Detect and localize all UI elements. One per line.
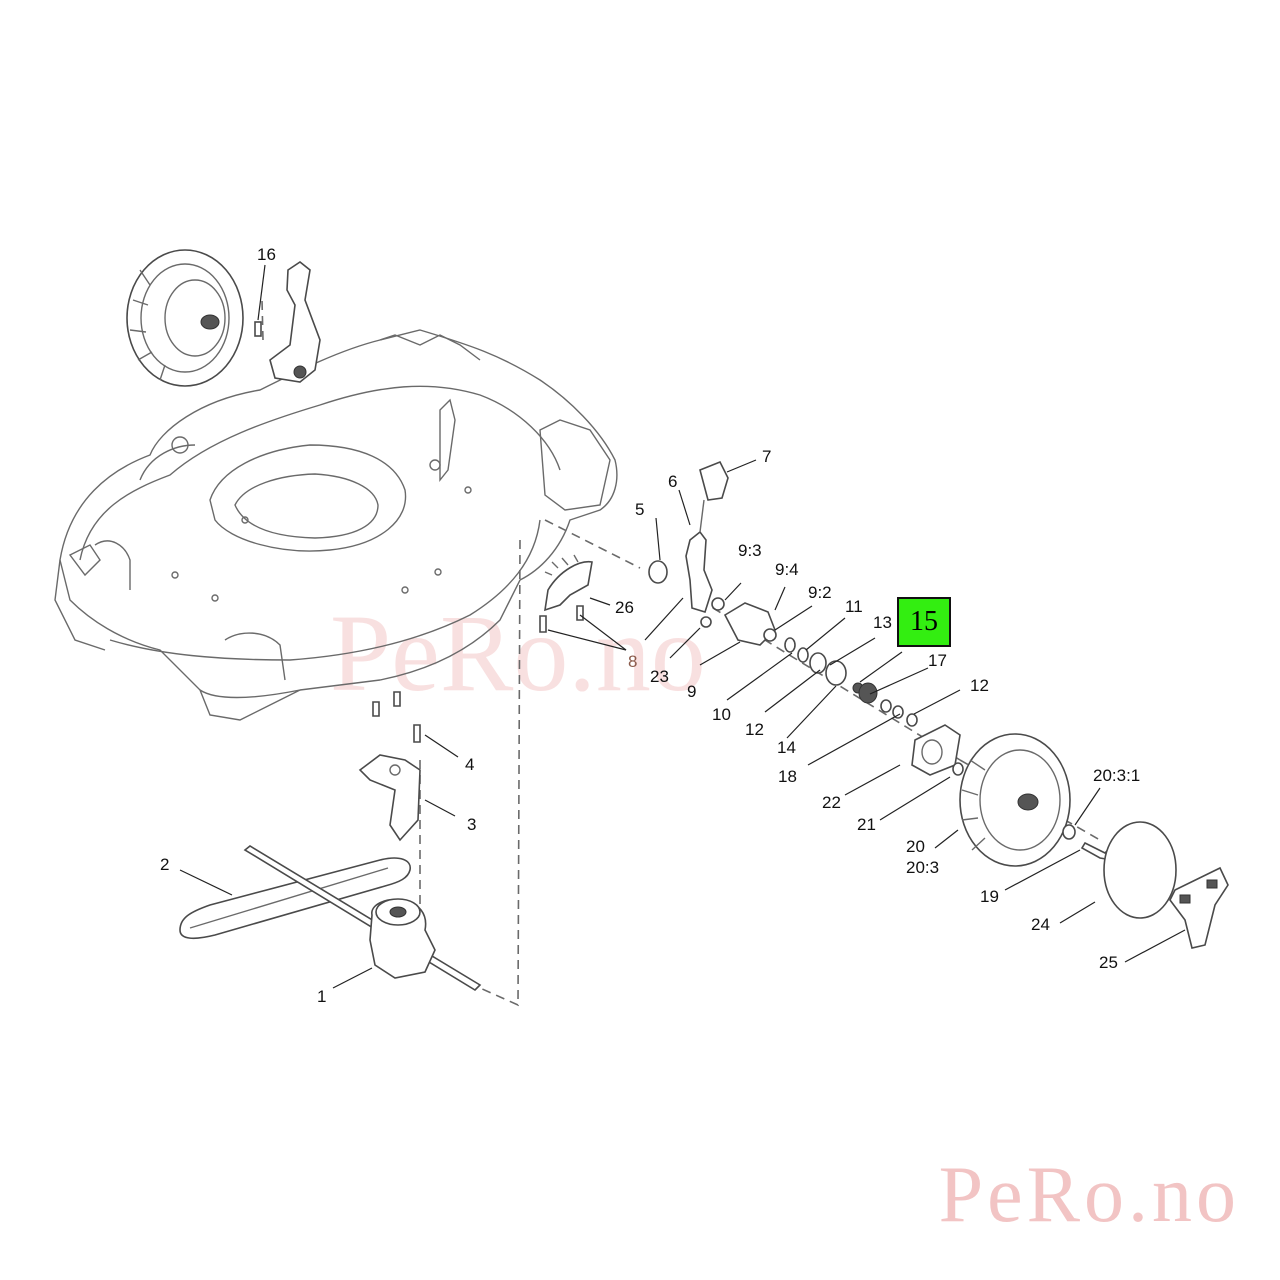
label-23: 23 [650,667,669,686]
watermark-center: PeRo.no [330,592,706,714]
label-4: 4 [465,755,474,774]
drive-belt [179,857,411,940]
gearbox-axle [243,845,482,992]
label-10: 10 [712,705,731,724]
label-6: 6 [668,472,677,491]
label-18: 18 [778,767,797,786]
label-24: 24 [1031,915,1050,934]
highlighted-part-label: 15 [897,597,951,647]
spacer [952,762,964,776]
label-14: 14 [777,738,796,757]
label-21: 21 [857,815,876,834]
mower-deck [54,329,618,721]
label-26: 26 [615,598,634,617]
label-17: 17 [928,651,947,670]
label-2: 2 [160,855,169,874]
wheel-bushing [1062,824,1076,840]
label-20: 20 [906,837,925,856]
label-19: 19 [980,887,999,906]
label-9-4: 9:4 [775,560,799,579]
label-11: 11 [845,597,863,616]
cover-plate [544,554,593,612]
drive-lever [685,460,729,613]
label-12b: 12 [970,676,989,695]
rear-wheel [126,249,244,387]
label-16: 16 [257,245,276,264]
label-9-2: 9:2 [808,583,832,602]
label-8: 8 [628,652,637,671]
hubcap [1103,821,1177,919]
label-20-3: 20:3 [906,858,939,877]
part-labels: 1 2 3 4 5 6 7 8 9 9:2 9:3 9:4 10 11 12 1… [160,245,1140,1006]
washers [784,637,918,727]
label-9: 9 [687,682,696,701]
leader-lines [179,264,1186,989]
label-12a: 12 [745,720,764,739]
watermark-corner: PeRo.no [938,1151,1240,1239]
height-adjuster-lever [254,261,321,383]
label-25: 25 [1099,953,1118,972]
label-20-3-1: 20:3:1 [1093,766,1140,785]
label-5: 5 [635,500,644,519]
front-wheel [959,733,1071,867]
bushing [648,560,668,584]
decal [1169,866,1229,949]
label-1: 1 [317,987,326,1006]
label-22: 22 [822,793,841,812]
mounting-bracket [358,691,421,842]
label-9-3: 9:3 [738,541,762,560]
label-3: 3 [467,815,476,834]
label-7: 7 [762,447,771,466]
wheel-bracket [700,597,777,646]
label-13: 13 [873,613,892,632]
